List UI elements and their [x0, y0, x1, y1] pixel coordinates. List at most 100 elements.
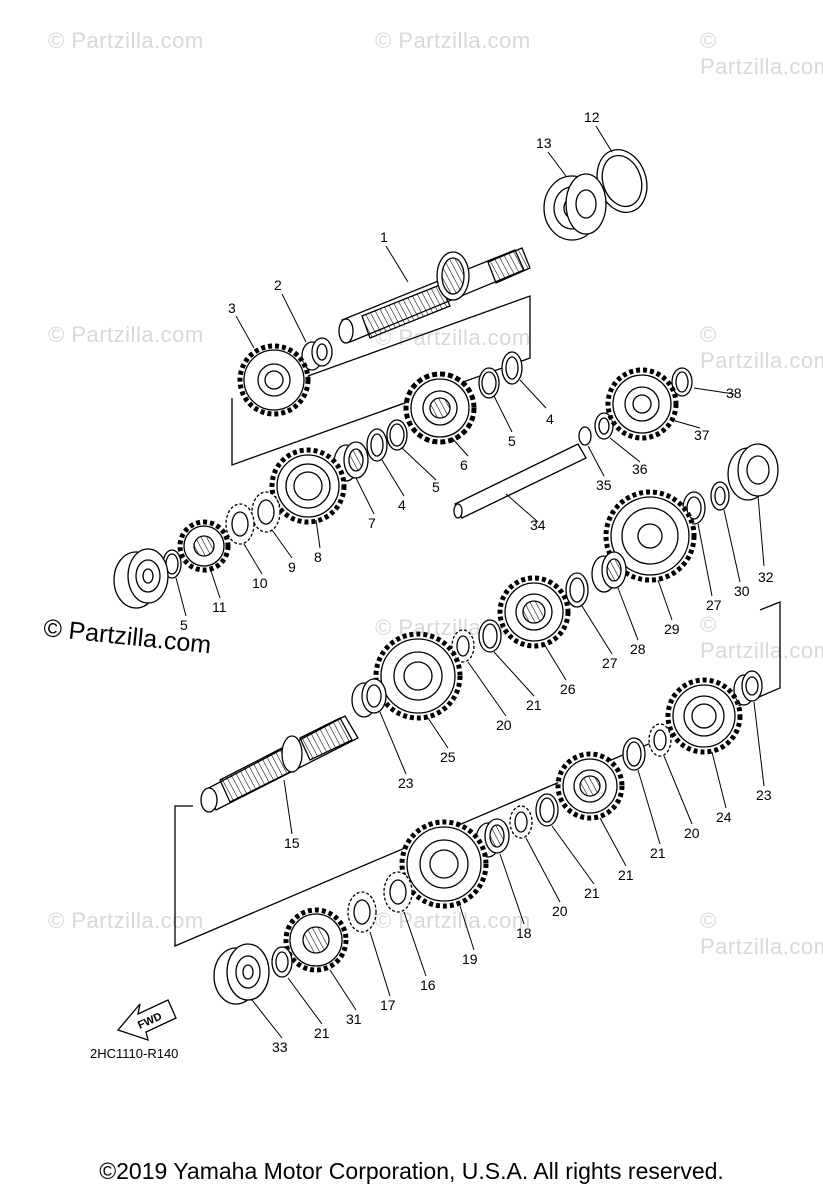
callout: 21	[526, 697, 542, 713]
bearing-33	[213, 943, 270, 1005]
callout: 23	[398, 775, 414, 791]
callout: 20	[496, 717, 512, 733]
callout: 21	[618, 867, 634, 883]
callout: 4	[398, 497, 406, 513]
callout: 37	[694, 427, 710, 443]
watermark: © Partzilla.com	[48, 908, 204, 933]
callout: 38	[726, 385, 742, 401]
callout: 2	[274, 277, 282, 293]
callout: 1	[380, 229, 388, 245]
gear-25	[373, 631, 463, 721]
circlip-35	[578, 426, 592, 446]
circlip-21	[271, 946, 293, 978]
callout-labels: 1 2 3 4 4 5 5 5 6 7 8 9 10 11 12 13 15 1…	[136, 109, 774, 1055]
callout: 12	[584, 109, 600, 125]
callout: 5	[432, 479, 440, 495]
circlip-21	[478, 619, 502, 653]
callout: 34	[530, 517, 546, 533]
circlip-21	[622, 737, 646, 771]
callout: 27	[706, 597, 722, 613]
gear-3	[237, 343, 311, 417]
gear-24	[665, 677, 743, 755]
callout: 28	[630, 641, 646, 657]
washer-9	[251, 491, 281, 533]
bracket-drive-axle	[174, 601, 781, 947]
circlip-30	[710, 481, 730, 511]
circlip-21	[535, 793, 559, 827]
callout: 24	[716, 809, 732, 825]
bearing-13	[543, 173, 607, 241]
gear-6	[403, 371, 477, 445]
gear-26	[497, 575, 571, 649]
callout: 7	[368, 515, 376, 531]
washer-20	[509, 805, 533, 839]
drive-axle-15	[200, 715, 359, 813]
callout: 5	[508, 433, 516, 449]
fwd-arrow-icon	[116, 999, 177, 1041]
gear-11	[177, 519, 231, 573]
bearing-18	[475, 818, 510, 858]
gear-22	[555, 751, 625, 821]
main-axle	[338, 247, 531, 344]
washer-20	[648, 723, 672, 757]
bearing-left	[113, 548, 169, 609]
callout: 6	[460, 457, 468, 473]
callout: 15	[284, 835, 300, 851]
callout: 10	[252, 575, 268, 591]
collar-2	[301, 337, 333, 371]
callout: 11	[212, 599, 227, 615]
watermark: © Partzilla.com	[375, 325, 531, 350]
gear-19	[399, 819, 489, 909]
callout: 27	[602, 655, 618, 671]
washer-17	[347, 891, 377, 933]
watermark: © Partzilla.com	[700, 322, 823, 373]
callout: 25	[440, 749, 456, 765]
shaft-34	[453, 443, 587, 519]
gear-29	[603, 489, 697, 583]
copyright-notice: ©2019 Yamaha Motor Corporation, U.S.A. A…	[99, 1158, 724, 1184]
bearing-28	[591, 551, 627, 593]
gear-37	[605, 367, 679, 441]
callout: 13	[536, 135, 552, 151]
callout: 30	[734, 583, 750, 599]
bracket-main-axle	[231, 295, 531, 466]
diagram-code: 2HC1110-R140	[90, 1046, 179, 1061]
watermark: © Partzilla.com	[700, 908, 823, 959]
callout: 8	[314, 549, 322, 565]
callout: 21	[584, 885, 600, 901]
callout: 9	[288, 559, 296, 575]
washer-16	[383, 871, 413, 913]
watermark: © Partzilla.com	[375, 908, 531, 933]
callout: 21	[650, 845, 666, 861]
callout: 20	[552, 903, 568, 919]
watermark: © Partzilla.com	[700, 612, 823, 663]
watermark: © Partzilla.com	[48, 322, 204, 347]
callout: 4	[546, 411, 554, 427]
gear-31	[283, 907, 349, 973]
callout: 36	[632, 461, 648, 477]
callout: 19	[462, 951, 478, 967]
washer-20	[451, 629, 475, 663]
callout: 17	[380, 997, 396, 1013]
watermark: © Partzilla.com	[700, 28, 823, 79]
callout: 35	[596, 477, 612, 493]
bearing-32	[727, 443, 779, 501]
callout: 3	[228, 300, 236, 316]
watermark: © Partzilla.com	[48, 28, 204, 53]
callout: 33	[272, 1039, 288, 1055]
callout: 20	[684, 825, 700, 841]
callout: 23	[756, 787, 772, 803]
circlip-4	[366, 428, 388, 462]
watermark: © Partzilla.com	[375, 28, 531, 53]
callout: 5	[180, 617, 188, 633]
callout: 29	[664, 621, 680, 637]
callout: 32	[758, 569, 774, 585]
washer-10	[225, 503, 255, 545]
callout: 18	[516, 925, 532, 941]
collar-23	[733, 670, 763, 706]
circlip-4	[501, 351, 523, 385]
callout: 26	[560, 681, 576, 697]
collar-23	[351, 678, 387, 718]
callout: 31	[346, 1011, 362, 1027]
